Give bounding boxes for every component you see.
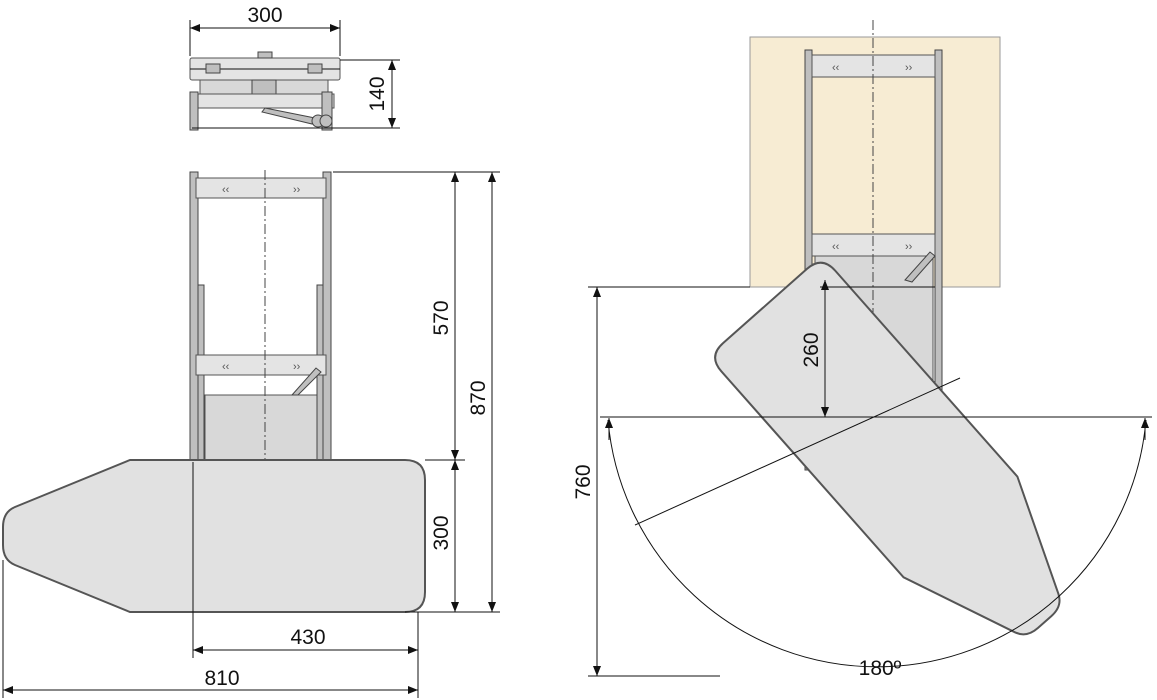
dim-top-height: 140 bbox=[366, 76, 389, 111]
dim-board-width: 300 bbox=[430, 515, 453, 550]
svg-text:››: ›› bbox=[293, 361, 301, 373]
rotation-arc bbox=[607, 419, 1147, 668]
dim-swing-depth: 760 bbox=[572, 464, 595, 499]
ironing-board bbox=[2, 459, 426, 613]
slide-panel bbox=[204, 394, 323, 466]
dim-rotation-angle: 180º bbox=[859, 657, 902, 680]
top-view: 300 140 bbox=[189, 4, 400, 131]
svg-text:‹‹: ‹‹ bbox=[832, 62, 840, 74]
crossbar bbox=[195, 177, 327, 199]
crossbar bbox=[195, 354, 327, 376]
svg-text:‹‹: ‹‹ bbox=[222, 361, 230, 373]
dim-frame-height: 570 bbox=[430, 300, 453, 335]
front-view: ‹‹ ›› ‹‹ ›› 570 870 300 430 810 bbox=[2, 170, 500, 698]
hinge bbox=[205, 63, 221, 74]
dim-total-height: 870 bbox=[467, 380, 490, 415]
svg-text:‹‹: ‹‹ bbox=[222, 184, 230, 196]
dim-board-offset: 430 bbox=[290, 626, 325, 649]
hinge bbox=[307, 63, 323, 74]
svg-text:››: ›› bbox=[905, 241, 913, 253]
dim-top-width: 300 bbox=[247, 4, 282, 27]
dim-board-length: 810 bbox=[204, 667, 239, 690]
right-rail bbox=[934, 49, 943, 391]
left-rail bbox=[189, 171, 199, 463]
dim-cabinet-clearance: 260 bbox=[800, 332, 823, 367]
svg-text:››: ›› bbox=[293, 184, 301, 196]
installed-view: ‹‹ ›› ‹‹ ›› 180º 760 260 bbox=[572, 20, 1152, 680]
top-view-mechanism bbox=[193, 93, 335, 109]
rotation-axis-line bbox=[634, 377, 961, 526]
right-rail bbox=[322, 171, 332, 463]
svg-text:››: ›› bbox=[905, 62, 913, 74]
svg-text:‹‹: ‹‹ bbox=[832, 241, 840, 253]
